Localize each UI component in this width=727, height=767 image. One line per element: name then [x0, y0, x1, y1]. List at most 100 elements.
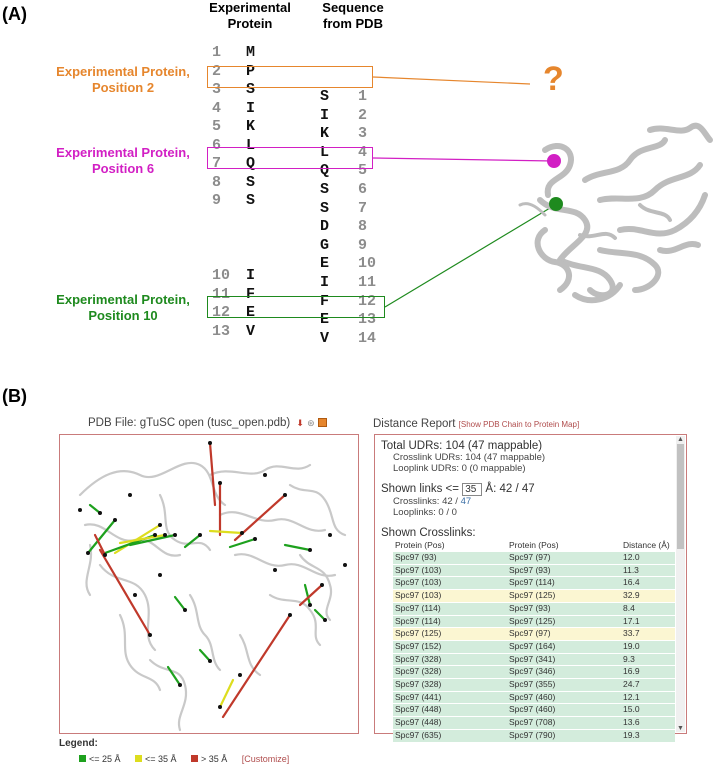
experimental-residue: F	[246, 285, 256, 303]
header-experimental-protein: Experimental Protein	[205, 0, 295, 32]
annotation-10-line2: Position 10	[88, 308, 158, 323]
scroll-down-icon[interactable]: ▼	[677, 725, 684, 732]
protein-cell: Spc97 (103)	[393, 564, 507, 578]
protein-cell: Spc97 (708)	[507, 716, 621, 730]
shown-links-input[interactable]: 35	[462, 483, 483, 496]
distance-cell: 12.1	[621, 691, 675, 705]
looplinks-count: Looplinks: 0 / 0	[393, 507, 457, 518]
annotation-position-2: Experimental Protein, Position 2	[50, 64, 196, 96]
experimental-position-number: 3	[212, 81, 222, 98]
annotation-2-line1: Experimental Protein,	[56, 64, 190, 79]
pdb-position-number: 3	[358, 125, 368, 143]
table-row[interactable]: Spc97 (103)Spc97 (125)32.9	[393, 589, 675, 603]
panel-b-label: (B)	[2, 386, 27, 406]
crosslinks-count-total-link[interactable]: 47	[460, 496, 472, 507]
pdb-position-number: 14	[358, 329, 377, 347]
experimental-position-number: 7	[212, 155, 222, 172]
crosslinks-table: Protein (Pos) Protein (Pos) Distance (Å)…	[393, 539, 675, 743]
structure-viewer[interactable]	[59, 434, 359, 734]
legend-swatch-green	[79, 755, 86, 762]
table-row[interactable]: Spc97 (328)Spc97 (341)9.3	[393, 653, 675, 667]
show-chain-map-link[interactable]: [Show PDB Chain to Protein Map]	[458, 420, 580, 429]
table-row[interactable]: Spc97 (635)Spc97 (790)19.3	[393, 729, 675, 743]
experimental-residue: M	[246, 44, 256, 61]
table-row[interactable]: Spc97 (103)Spc97 (93)11.3	[393, 564, 675, 578]
scrollbar-thumb[interactable]	[677, 444, 684, 549]
pdb-residue: S	[320, 181, 330, 198]
table-row[interactable]: Spc97 (328)Spc97 (346)16.9	[393, 665, 675, 680]
annotation-6-line2: Position 6	[91, 161, 155, 176]
marker-position-10	[549, 197, 563, 211]
experimental-residue: S	[246, 173, 256, 191]
legend-item-yellow: <= 35 Å	[134, 753, 177, 764]
experimental-residue: S	[246, 192, 256, 209]
table-row[interactable]: Spc97 (152)Spc97 (164)19.0	[393, 640, 675, 654]
distance-cell: 8.4	[621, 602, 675, 616]
annotation-6-line1: Experimental Protein,	[56, 145, 190, 160]
table-row[interactable]: Spc97 (448)Spc97 (708)13.6	[393, 716, 675, 730]
protein-cell: Spc97 (152)	[393, 640, 507, 654]
table-row[interactable]: Spc97 (103)Spc97 (114)16.4	[393, 576, 675, 591]
table-row[interactable]: Spc97 (125)Spc97 (97)33.7	[393, 627, 675, 641]
protein-cell: Spc97 (328)	[393, 665, 507, 680]
download-icon[interactable]: ⬇	[296, 418, 304, 428]
pdb-position-number: 13	[358, 311, 377, 329]
pdb-position-number: 9	[358, 236, 368, 254]
highlight-box-position-6	[207, 147, 373, 169]
table-row[interactable]: Spc97 (114)Spc97 (93)8.4	[393, 602, 675, 616]
scroll-up-icon[interactable]: ▲	[677, 436, 684, 443]
protein-cell: Spc97 (355)	[507, 678, 621, 692]
distance-report-panel[interactable]: Total UDRs: 104 (47 mappable) Crosslink …	[374, 434, 687, 743]
customize-link[interactable]: [Customize]	[241, 754, 290, 764]
protein-cell: Spc97 (346)	[507, 665, 621, 680]
column-header-protein-2[interactable]: Protein (Pos)	[509, 540, 559, 550]
pdb-residue: D	[320, 218, 330, 236]
protein-cell: Spc97 (328)	[393, 653, 507, 667]
settings-icon[interactable]	[317, 418, 327, 428]
pdb-residue: F	[320, 292, 330, 310]
experimental-position-number: 1	[212, 44, 222, 61]
protein-cell: Spc97 (93)	[393, 552, 507, 565]
distance-cell: 11.3	[621, 564, 675, 578]
experimental-residue: L	[246, 136, 256, 154]
table-row[interactable]: Spc97 (93)Spc97 (97)12.0	[393, 552, 675, 565]
annotation-position-6: Experimental Protein, Position 6	[50, 145, 196, 177]
viewer-crosslink-lines	[86, 441, 327, 719]
crosslinks-count: Crosslinks: 42 / 47	[393, 496, 680, 507]
table-row[interactable]: Spc97 (448)Spc97 (460)15.0	[393, 703, 675, 718]
protein-cell: Spc97 (460)	[507, 691, 621, 705]
table-row[interactable]: Spc97 (441)Spc97 (460)12.1	[393, 691, 675, 705]
legend-label-yellow: <= 35 Å	[144, 753, 177, 764]
table-row[interactable]: Spc97 (328)Spc97 (355)24.7	[393, 678, 675, 692]
pdb-position-number: 11	[358, 274, 377, 291]
pdb-file-title: PDB File: gTuSC open (tusc_open.pdb) ⬇ ⊛	[88, 417, 327, 429]
highlight-box-position-10	[207, 296, 385, 318]
protein-cell: Spc97 (341)	[507, 653, 621, 667]
experimental-residue: E	[246, 304, 256, 321]
distance-cell: 9.3	[621, 653, 675, 667]
table-row[interactable]: Spc97 (114)Spc97 (125)17.1	[393, 615, 675, 629]
viewer-residue-markers	[78, 441, 347, 709]
search-icon[interactable]: ⊛	[307, 418, 315, 428]
legend-item-red: > 35 Å	[190, 754, 227, 764]
pdb-position-number: 6	[358, 181, 368, 198]
protein-cell: Spc97 (114)	[393, 602, 507, 616]
distance-cell: 15.0	[621, 703, 675, 718]
column-header-distance[interactable]: Distance (Å)	[623, 540, 670, 550]
distance-cell: 33.7	[621, 627, 675, 641]
looplink-udrs: Looplink UDRs: 0 (0 mappable)	[393, 463, 526, 474]
experimental-position-number: 5	[212, 118, 222, 135]
report-scrollbar[interactable]: ▲ ▼	[676, 436, 685, 732]
pdb-residue: L	[320, 143, 330, 161]
legend-label-green: <= 25 Å	[89, 753, 121, 764]
column-header-protein-1[interactable]: Protein (Pos)	[395, 540, 445, 550]
experimental-residue: Q	[246, 155, 256, 172]
protein-cell: Spc97 (97)	[507, 552, 621, 565]
